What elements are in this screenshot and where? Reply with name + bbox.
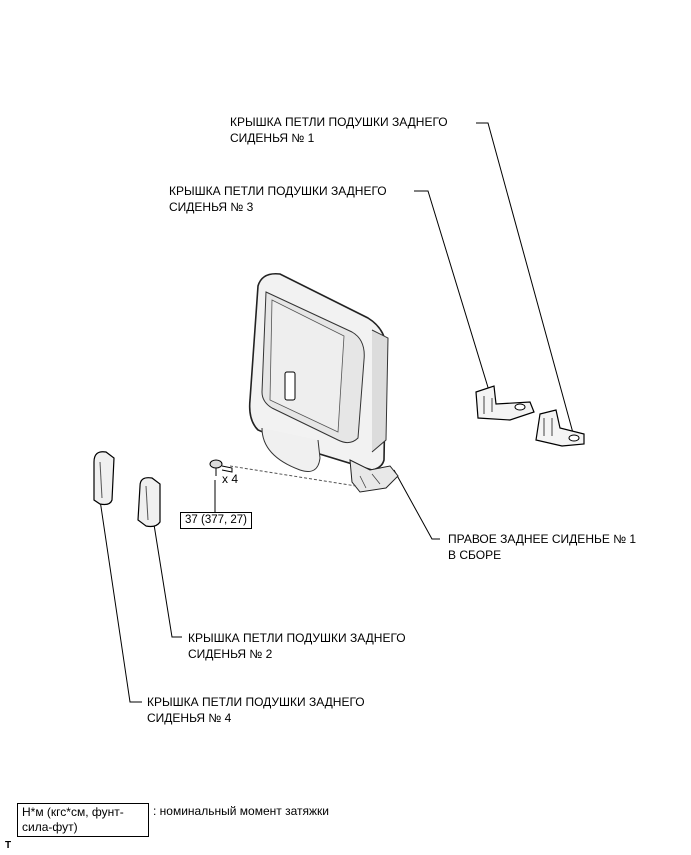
label-hinge-cover-3-line2: СИДЕНЬЯ № 3 bbox=[169, 200, 254, 214]
seat-assembly-drawing bbox=[248, 272, 399, 493]
leader-hinge-cover-3 bbox=[414, 190, 491, 395]
hinge-cover-3-part bbox=[475, 385, 535, 421]
legend-description: : номинальный момент затяжки bbox=[153, 804, 329, 818]
label-hinge-cover-2-line1: КРЫШКА ПЕТЛИ ПОДУШКИ ЗАДНЕГО bbox=[188, 631, 406, 645]
label-seat-assembly-line2: В СБОРЕ bbox=[448, 548, 502, 562]
label-hinge-cover-3-line1: КРЫШКА ПЕТЛИ ПОДУШКИ ЗАДНЕГО bbox=[169, 184, 387, 198]
leader-hinge-cover-2 bbox=[151, 511, 182, 638]
bolt-guide-line bbox=[229, 465, 357, 487]
label-seat-assembly-line1: ПРАВОЕ ЗАДНЕЕ СИДЕНЬЕ № 1 bbox=[448, 532, 637, 546]
label-hinge-cover-1-line1: КРЫШКА ПЕТЛИ ПОДУШКИ ЗАДНЕГО bbox=[230, 115, 448, 129]
hinge-cover-4-part bbox=[93, 451, 115, 506]
torque-unit-legend: Н*м (кгс*см, фунт- сила-фут) bbox=[17, 803, 149, 837]
label-hinge-cover-4: КРЫШКА ПЕТЛИ ПОДУШКИ ЗАДНЕГО СИДЕНЬЯ № 4 bbox=[147, 694, 365, 726]
corner-mark: T bbox=[5, 840, 12, 851]
label-seat-assembly: ПРАВОЕ ЗАДНЕЕ СИДЕНЬЕ № 1 В СБОРЕ bbox=[448, 531, 636, 563]
leader-hinge-cover-4 bbox=[99, 499, 142, 703]
label-hinge-cover-4-line1: КРЫШКА ПЕТЛИ ПОДУШКИ ЗАДНЕГО bbox=[147, 695, 365, 709]
hinge-cover-2-part bbox=[137, 477, 161, 528]
hinge-cover-1-part bbox=[535, 409, 585, 447]
label-hinge-cover-3: КРЫШКА ПЕТЛИ ПОДУШКИ ЗАДНЕГО СИДЕНЬЯ № 3 bbox=[169, 183, 387, 215]
legend-line1: Н*м (кгс*см, фунт- bbox=[22, 805, 124, 819]
label-hinge-cover-1-line2: СИДЕНЬЯ № 1 bbox=[230, 131, 315, 145]
bolt-icon bbox=[209, 459, 233, 476]
leader-hinge-cover-1 bbox=[476, 122, 574, 434]
legend-line2: сила-фут) bbox=[22, 820, 78, 834]
bolt-quantity: x 4 bbox=[222, 472, 239, 486]
label-hinge-cover-1: КРЫШКА ПЕТЛИ ПОДУШКИ ЗАДНЕГО СИДЕНЬЯ № 1 bbox=[230, 114, 448, 146]
label-hinge-cover-4-line2: СИДЕНЬЯ № 4 bbox=[147, 711, 232, 725]
label-hinge-cover-2: КРЫШКА ПЕТЛИ ПОДУШКИ ЗАДНЕГО СИДЕНЬЯ № 2 bbox=[188, 630, 406, 662]
label-hinge-cover-2-line2: СИДЕНЬЯ № 2 bbox=[188, 647, 273, 661]
torque-value-box: 37 (377, 27) bbox=[180, 512, 253, 529]
leader-seat-assembly bbox=[393, 469, 440, 540]
